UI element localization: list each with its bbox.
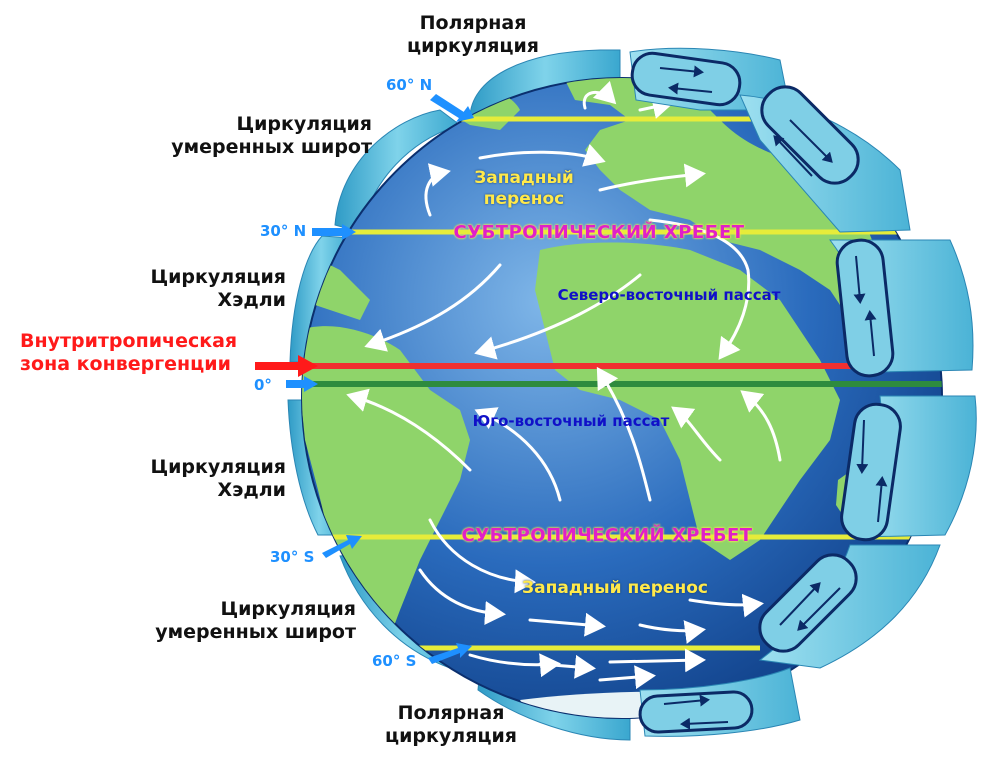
loop-ferrel-s (758, 553, 858, 653)
label-westerlies-s: Западный перенос (522, 578, 708, 598)
wind-arrows (346, 80, 782, 690)
wind-arrow (596, 366, 652, 502)
land-europe (560, 78, 900, 330)
label-itcz: Внутритропическая зона конвергенции (20, 330, 238, 375)
land-south-america (302, 326, 470, 680)
loop-arrow (668, 82, 713, 95)
loop-arrow (875, 476, 888, 523)
lat-label-60s: 60° S (372, 652, 417, 670)
land-africa (535, 242, 840, 560)
pointer-30s (322, 535, 362, 558)
loop-arrow (856, 419, 869, 474)
circulation-loops (630, 51, 902, 734)
wind-arrow (364, 263, 502, 352)
wind-arrow (688, 593, 764, 618)
label-hadley-s: Циркуляция Хэдли (150, 456, 286, 501)
loop-arrow (663, 694, 710, 707)
loop-arrow (773, 135, 813, 177)
pointer-30n (312, 224, 356, 240)
pointer-60n (430, 94, 470, 120)
wind-arrow (638, 620, 706, 644)
label-ferrel-s: Циркуляция умеренных широт (155, 598, 356, 643)
label-ne-trades: Северо-восточный пассат (557, 286, 781, 304)
wind-arrow (418, 568, 506, 625)
wind-arrow (474, 407, 562, 502)
wind-arrow (608, 648, 706, 673)
latitude-pointers (286, 94, 474, 664)
loop-polar-n (630, 51, 742, 107)
pointer-60s (428, 643, 472, 664)
lat-label-eq: 0° (254, 376, 272, 394)
wind-arrow (582, 80, 617, 110)
wind-arrow (538, 654, 596, 679)
loop-hadley-s (840, 402, 902, 542)
wind-arrow (478, 143, 606, 167)
wind-arrow (648, 218, 751, 360)
loop-arrow (853, 255, 866, 304)
globe (301, 77, 943, 719)
loop-arrow (659, 65, 704, 78)
loop-arrow (789, 119, 833, 163)
label-ridge-s: СУБТРОПИЧЕСКИЙ ХРЕБЕТ (461, 525, 753, 546)
label-polar-s: Полярная циркуляция (385, 702, 517, 747)
wind-arrow (428, 518, 536, 594)
wind-arrow (528, 612, 606, 637)
wind-arrow (474, 273, 642, 360)
wind-arrow (638, 95, 674, 119)
wind-arrow (671, 406, 722, 462)
lat-label-60n: 60° N (386, 76, 433, 94)
label-westerlies-n: Западный перенос (474, 168, 574, 209)
loop-arrow (779, 582, 821, 626)
loop-arrow (680, 717, 729, 730)
lat-label-30s: 30° S (270, 548, 315, 566)
wind-arrow (346, 388, 472, 472)
label-polar-n: Полярная циркуляция (407, 12, 539, 57)
label-se-trades: Юго-восточный пассат (472, 412, 670, 430)
label-ridge-n: СУБТРОПИЧЕСКИЙ ХРЕБЕТ (453, 222, 745, 243)
wind-arrow (598, 665, 656, 690)
wind-arrow (424, 163, 451, 217)
land-masses (302, 78, 930, 718)
label-hadley-n: Циркуляция Хэдли (150, 266, 286, 311)
wind-arrow (598, 163, 706, 192)
loop-hadley-n (835, 238, 895, 378)
loop-arrow (864, 310, 877, 357)
loop-polar-s (638, 690, 754, 734)
loop-ferrel-n (760, 85, 860, 185)
label-ferrel-n: Циркуляция умеренных широт (171, 113, 372, 158)
pointer-itcz (255, 355, 318, 377)
lat-label-30n: 30° N (260, 222, 307, 240)
pointer-60n-head (456, 106, 474, 122)
loop-arrow (797, 587, 841, 631)
pointer-eq (286, 376, 318, 392)
wind-arrow (740, 390, 782, 462)
